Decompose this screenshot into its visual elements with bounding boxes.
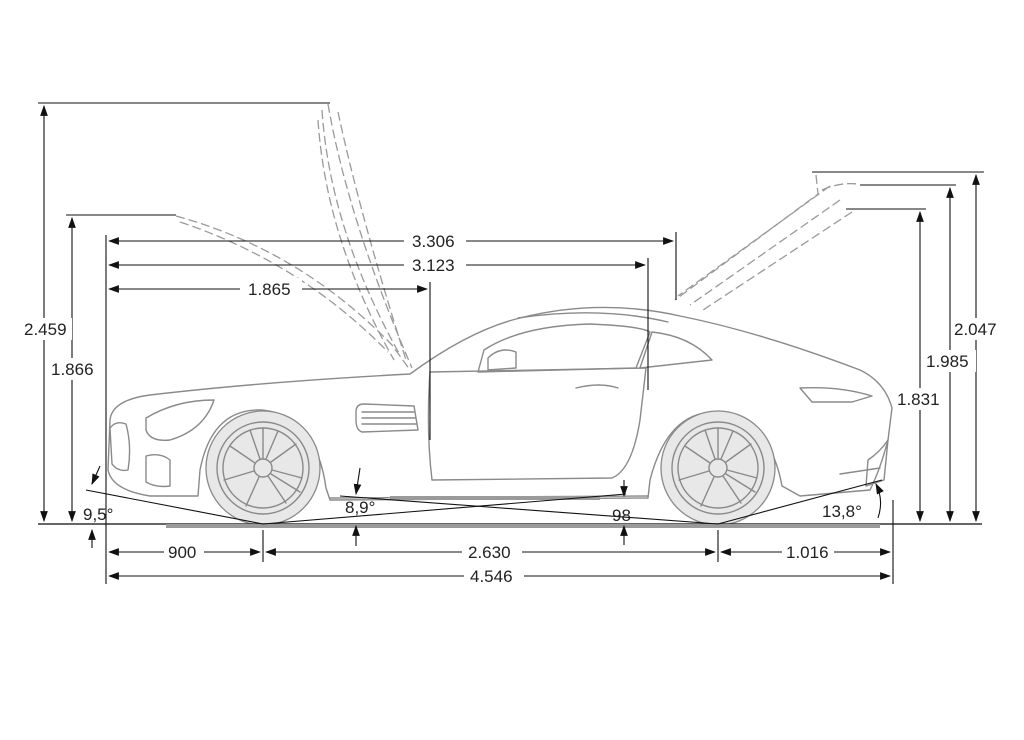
open-trunk-outline [674,174,859,313]
rear-wheel [660,410,776,526]
label-roof-height: 1.831 [897,390,940,409]
label-rear-overhang: 1.016 [786,543,829,562]
label-trunk-open-outer: 2.047 [954,320,997,339]
label-length-3306: 3.306 [412,232,455,251]
label-front-overhang: 900 [168,543,196,562]
label-length-3123: 3.123 [412,256,455,275]
dimension-arrows [40,104,980,580]
label-ground-clearance: 98 [612,506,631,525]
extension-lines [38,102,984,584]
front-wheel [205,410,321,526]
label-wheelbase: 2.630 [468,543,511,562]
open-hood-outline [175,103,413,371]
label-open-hood-height: 2.459 [24,320,67,339]
label-departure-angle: 13,8° [822,502,862,521]
dimension-labels: 2.459 1.866 3.306 3.123 1.865 2.047 1.98… [14,230,1004,587]
label-overall-length: 4.546 [470,567,513,586]
car-illustration [107,103,893,526]
label-hood-rear-height: 1.866 [51,360,94,379]
label-trunk-open-inner: 1.985 [926,352,969,371]
label-approach-angle: 9,5° [83,505,113,524]
label-length-1865: 1.865 [248,280,291,299]
label-breakover-angle: 8,9° [345,498,375,517]
door-outline [427,367,647,481]
